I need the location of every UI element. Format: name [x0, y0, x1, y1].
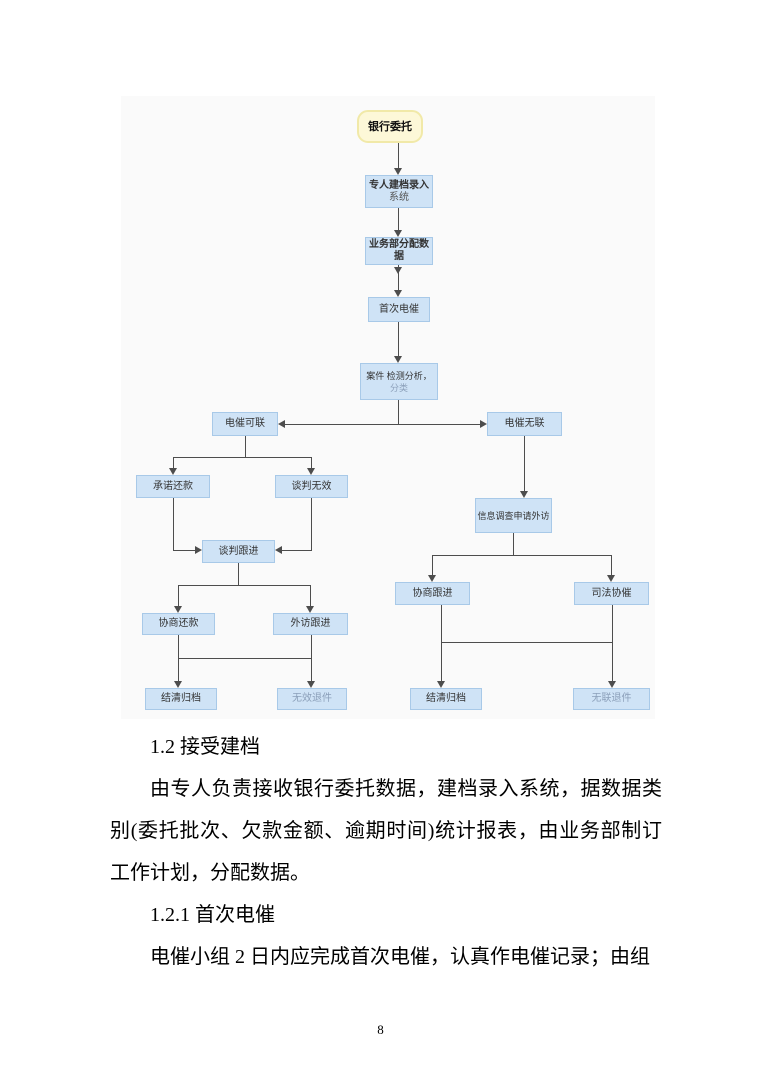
arrowhead-down-icon [520, 491, 528, 498]
document-body: 1.2 接受建档 由专人负责接收银行委托数据，建档录入系统，据数据类别(委托批次… [110, 726, 662, 978]
flow-node-register-line2: 系统 [389, 191, 409, 203]
connector-line [310, 585, 311, 606]
connector-line [285, 424, 480, 425]
flow-node-case-analysis-line1: 案件 检测分析， [366, 370, 432, 381]
body-paragraph: 由专人负责接收银行委托数据，建档录入系统，据数据类别(委托批次、欠款金额、逾期时… [110, 778, 662, 884]
connector-line [524, 436, 525, 491]
arrowhead-down-icon [169, 468, 177, 475]
connector-line [611, 555, 612, 575]
flow-node-settle-archive-left: 结清归档 [145, 688, 217, 710]
flow-node-promise-repay: 承诺还款 [136, 475, 210, 498]
flow-node-first-call: 首次电催 [368, 297, 430, 322]
flow-node-negotiation-invalid: 谈判无效 [275, 475, 348, 498]
arrowhead-down-icon [394, 267, 402, 274]
flow-node-register-system: 专人建档录入 系统 [365, 175, 433, 208]
connector-line [173, 550, 195, 551]
flow-node-consult-follow: 协商跟进 [395, 582, 470, 605]
connector-line [245, 436, 246, 457]
flow-node-assign-data: 业务部分配数据 [365, 237, 433, 265]
flowchart-panel: 银行委托 专人建档录入 系统 业务部分配数据 首次电催 案件 检测分析， 分类 … [121, 96, 655, 719]
connector-line [612, 605, 613, 681]
connector-line [178, 585, 310, 586]
arrowhead-down-icon [174, 681, 182, 688]
connector-line [398, 400, 399, 425]
connector-line [311, 635, 312, 681]
connector-line [311, 498, 312, 551]
connector-line [178, 658, 311, 659]
connector-line [441, 642, 612, 643]
connector-line [311, 457, 312, 468]
flow-node-case-analysis-line2: 分类 [389, 382, 408, 393]
flow-node-call-unreachable: 电催无联 [487, 412, 562, 436]
connector-line [173, 457, 174, 468]
arrowhead-down-icon [394, 230, 402, 237]
body-paragraph: 电催小组 2 日内应完成首次电催，认真作电催记录；由组 [150, 946, 650, 968]
flow-node-register-line1: 专人建档录入 [369, 179, 429, 191]
arrowhead-down-icon [437, 681, 445, 688]
flow-node-call-reachable: 电催可联 [212, 412, 278, 436]
connector-line [238, 563, 239, 586]
flow-node-settle-archive-right: 结清归档 [410, 688, 482, 710]
page-number: 8 [377, 1022, 384, 1037]
connector-line [173, 457, 311, 458]
arrowhead-left-icon [278, 420, 285, 428]
connector-line [441, 605, 442, 681]
connector-line [398, 208, 399, 230]
flow-node-info-check-visit: 信息调查申请外访 [475, 498, 552, 533]
connector-line [178, 585, 179, 606]
flow-node-bank-entrust: 银行委托 [357, 110, 423, 143]
connector-line [282, 550, 311, 551]
flow-node-consult-repay: 协商还款 [142, 613, 215, 635]
connector-line [398, 265, 399, 290]
flow-node-negotiation-follow: 谈判跟进 [202, 540, 275, 563]
arrowhead-down-icon [394, 290, 402, 297]
section-heading: 1.2 接受建档 [150, 736, 260, 758]
arrowhead-down-icon [394, 356, 402, 363]
arrowhead-down-icon [607, 575, 615, 582]
connector-line [432, 555, 611, 556]
flow-node-no-contact-return: 无联退件 [573, 688, 650, 710]
connector-line [173, 498, 174, 551]
arrowhead-down-icon [307, 468, 315, 475]
arrowhead-down-icon [608, 681, 616, 688]
arrowhead-down-icon [307, 681, 315, 688]
flow-node-judicial-collect: 司法协催 [574, 582, 649, 605]
flow-node-visit-follow: 外访跟进 [273, 613, 348, 635]
arrowhead-down-icon [174, 606, 182, 613]
connector-line [398, 143, 399, 168]
connector-line [432, 555, 433, 575]
flow-node-invalid-return: 无效退件 [277, 688, 347, 710]
section-heading: 1.2.1 首次电催 [150, 904, 275, 926]
arrowhead-down-icon [394, 168, 402, 175]
arrowhead-right-icon [195, 546, 202, 554]
flow-node-case-analysis: 案件 检测分析， 分类 [360, 363, 438, 400]
connector-line [398, 322, 399, 356]
connector-line [513, 533, 514, 556]
arrowhead-down-icon [306, 606, 314, 613]
arrowhead-down-icon [428, 575, 436, 582]
arrowhead-right-icon [480, 420, 487, 428]
arrowhead-left-icon [275, 546, 282, 554]
